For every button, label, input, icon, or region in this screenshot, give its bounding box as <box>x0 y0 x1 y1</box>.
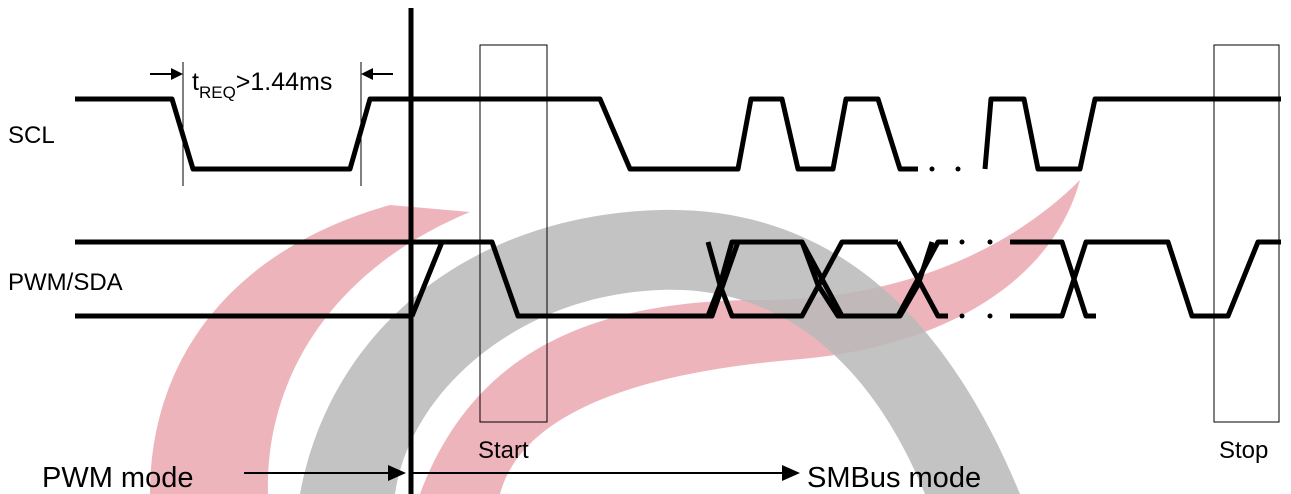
scl-label: SCL <box>8 122 55 149</box>
stop-condition-box <box>1213 44 1280 423</box>
smbus-mode-arrow <box>413 465 800 481</box>
scl-waveform <box>75 96 918 172</box>
scl-waveform-continued <box>982 96 1281 172</box>
sda-label: PWM/SDA <box>8 269 123 296</box>
smbus-mode-label: SMBus mode <box>807 462 981 494</box>
watermark-logo <box>150 180 1080 494</box>
treq-symbol: t <box>192 68 199 96</box>
watermark-red-swoosh <box>150 205 470 494</box>
sda-waveform <box>75 239 1281 319</box>
scl-gap-dots <box>929 166 961 172</box>
treq-label: tREQ>1.44ms <box>192 68 332 102</box>
treq-dimension <box>150 62 393 186</box>
sda-gap-dots <box>959 239 993 319</box>
treq-condition: >1.44ms <box>236 68 333 96</box>
stop-label: Stop <box>1219 437 1268 464</box>
pwm-mode-label: PWM mode <box>42 462 193 494</box>
watermark-red-swoosh-right <box>420 180 1080 494</box>
start-label: Start <box>478 437 529 464</box>
start-condition-box <box>479 44 548 423</box>
treq-subscript: REQ <box>199 83 236 102</box>
pwm-mode-arrow <box>244 465 406 481</box>
